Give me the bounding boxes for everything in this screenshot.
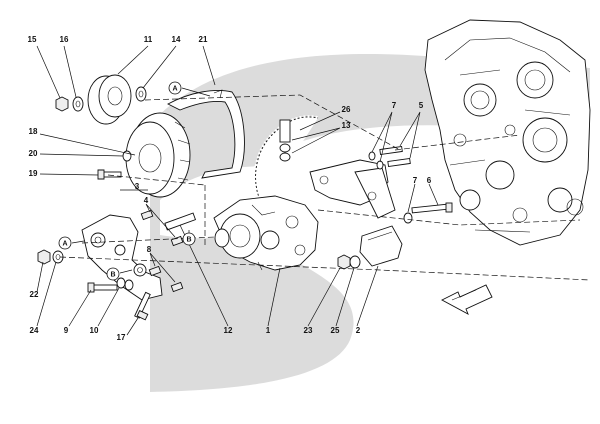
mounting-bracket [81, 214, 163, 301]
ref-b-low: B [106, 267, 133, 281]
callout-8: 8 [147, 245, 152, 254]
bolt-17 [134, 291, 151, 321]
bolts-5 [379, 145, 411, 168]
nut-22 [37, 249, 51, 265]
svg-text:A: A [172, 86, 177, 93]
callout-13: 13 [342, 121, 351, 130]
engine-block [424, 19, 591, 246]
callout-26: 26 [342, 105, 351, 114]
callout-11: 11 [144, 35, 153, 44]
callout-25: 25 [331, 326, 340, 335]
callout-12: 12 [224, 326, 233, 335]
pressure-hose [253, 115, 319, 206]
callout-22: 22 [30, 290, 39, 299]
callout-16: 16 [60, 35, 69, 44]
svg-text:A: A [62, 241, 67, 248]
washer-10 [116, 277, 134, 291]
callout-9: 9 [64, 326, 69, 335]
spacer-block [359, 225, 403, 267]
callout-2: 2 [356, 326, 361, 335]
bolt-9 [87, 282, 118, 293]
studs-4 [140, 209, 184, 247]
washer-16 [72, 96, 84, 112]
washer-14 [135, 86, 147, 102]
callout-14: 14 [172, 35, 181, 44]
callout-21: 21 [199, 35, 208, 44]
svg-text:B: B [110, 272, 115, 279]
callout-24: 24 [30, 326, 39, 335]
ref-a-left: A [58, 236, 85, 250]
pump-pulley [125, 112, 191, 198]
nut-15 [55, 96, 69, 112]
belt-cover [167, 89, 245, 179]
callout-3: 3 [135, 182, 140, 191]
idler-pulley [87, 74, 132, 125]
callout-15: 15 [28, 35, 37, 44]
power-steering-pump [213, 195, 319, 271]
callout-1: 1 [266, 326, 271, 335]
callout-labels: 15 16 11 14 21 18 20 19 26 13 7 5 7 6 3 … [28, 35, 432, 342]
studs-8 [148, 265, 184, 293]
callout-10: 10 [90, 326, 99, 335]
nut-23 [337, 254, 351, 270]
bolt-6 [411, 202, 453, 214]
washer-25 [349, 255, 361, 269]
rear-support-bracket [309, 159, 396, 219]
leader-lines [36, 45, 439, 336]
ref-b-mid: B [182, 230, 196, 246]
callout-19: 19 [29, 169, 38, 178]
callout-20: 20 [29, 149, 38, 158]
callout-18: 18 [29, 127, 38, 136]
callout-7-top: 7 [392, 101, 397, 110]
callout-4: 4 [144, 196, 149, 205]
callout-6: 6 [427, 176, 432, 185]
bolt-19 [97, 169, 122, 180]
callout-7-lower: 7 [413, 176, 418, 185]
svg-text:B: B [186, 237, 191, 244]
callout-17: 17 [117, 333, 126, 342]
front-arrow [441, 284, 493, 315]
ref-a-top: A [168, 81, 211, 97]
washer-7-lower [403, 212, 413, 224]
callout-5: 5 [419, 101, 424, 110]
callout-23: 23 [304, 326, 313, 335]
